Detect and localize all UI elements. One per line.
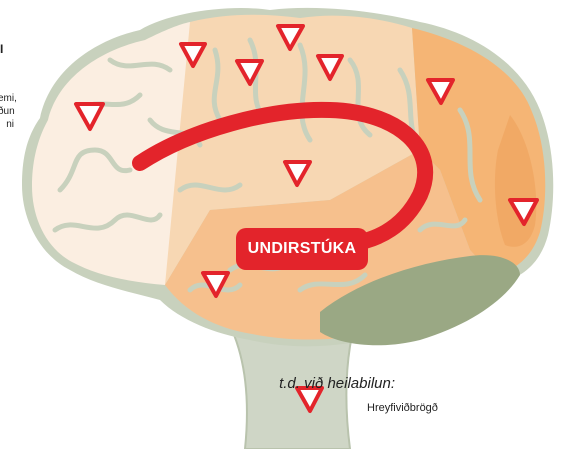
caption-text: t.d. við heilabilun: bbox=[279, 375, 395, 392]
brainstem-label: Hreyfiviðbrögð bbox=[367, 402, 438, 414]
clipped-line: ðun bbox=[0, 105, 14, 118]
clipped-text-fragment: emi, ðun ni bbox=[0, 92, 14, 131]
clipped-line: ni bbox=[0, 118, 14, 131]
clipped-heading-fragment: I bbox=[0, 42, 3, 56]
undirstuka-label: UNDIRSTÚKA bbox=[236, 228, 368, 270]
clipped-line: emi, bbox=[0, 92, 14, 105]
